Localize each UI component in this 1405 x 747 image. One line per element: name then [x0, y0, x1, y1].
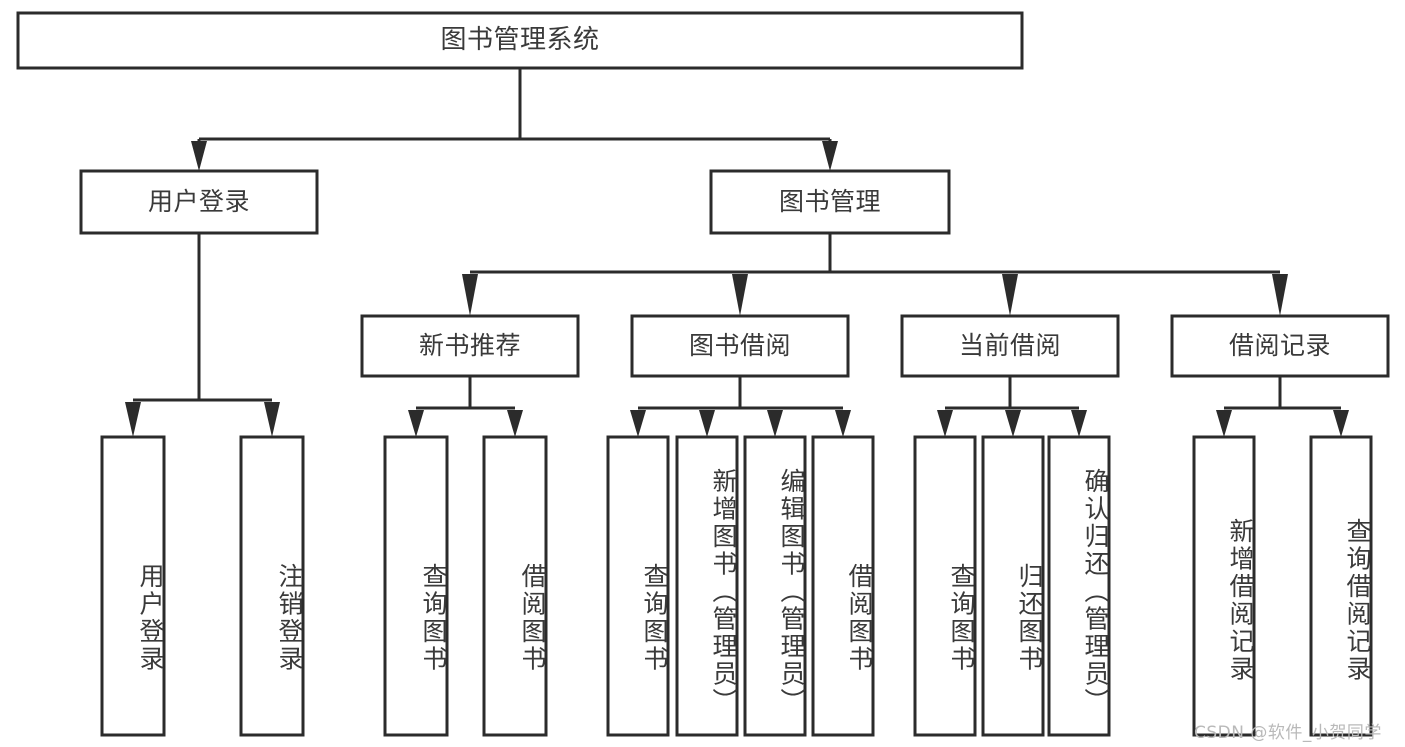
arrow-icon — [1071, 410, 1087, 437]
arrow-icon — [822, 141, 838, 171]
node-box-leaf[interactable] — [482, 435, 548, 737]
arrow-icon — [462, 274, 478, 316]
node-box-current-borrow[interactable] — [900, 314, 1120, 378]
node-box-root[interactable] — [16, 11, 1024, 70]
node-box-leaf[interactable] — [811, 435, 875, 737]
node-box-leaf[interactable] — [1309, 435, 1373, 737]
node-box-leaf[interactable] — [913, 435, 977, 737]
arrow-icon — [732, 274, 748, 316]
arrow-icon — [1333, 410, 1349, 437]
arrow-icon — [1005, 410, 1021, 437]
node-box-leaf[interactable] — [1192, 435, 1256, 737]
arrow-icon — [191, 141, 207, 171]
arrow-icon — [1272, 274, 1288, 316]
arrow-icon — [835, 410, 851, 437]
node-box-book-borrow[interactable] — [630, 314, 850, 378]
arrow-icon — [264, 402, 280, 437]
arrow-icon — [937, 410, 953, 437]
node-box-new-book-recommend[interactable] — [360, 314, 580, 378]
node-box-borrow-record[interactable] — [1170, 314, 1390, 378]
node-box-leaf[interactable] — [606, 435, 670, 737]
arrow-icon — [630, 410, 646, 437]
node-box-book-management[interactable] — [709, 169, 951, 235]
arrow-icon — [1002, 274, 1018, 316]
arrow-icon — [408, 410, 424, 437]
arrow-icon — [767, 410, 783, 437]
node-box-leaf[interactable] — [383, 435, 449, 737]
arrow-icon — [125, 402, 141, 437]
node-box-leaf[interactable] — [239, 435, 305, 737]
node-box-leaf[interactable] — [100, 435, 166, 737]
node-box-user-login[interactable] — [79, 169, 319, 235]
node-box-leaf[interactable] — [1047, 435, 1111, 737]
node-box-leaf[interactable] — [981, 435, 1045, 737]
arrow-icon — [1216, 410, 1232, 437]
node-box-leaf[interactable] — [675, 435, 739, 737]
arrow-icon — [507, 410, 523, 437]
node-box-leaf[interactable] — [743, 435, 807, 737]
arrow-icon — [699, 410, 715, 437]
